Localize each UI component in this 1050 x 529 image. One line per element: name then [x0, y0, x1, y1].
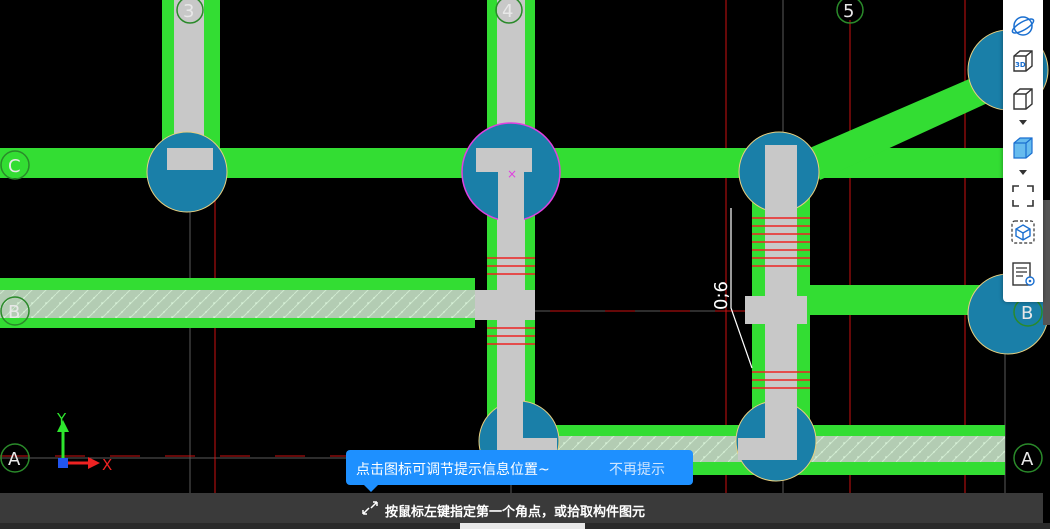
- grid-bubble-top-5: 5: [836, 0, 864, 24]
- dimension-annotation: 0;6: [711, 208, 753, 369]
- axis-y-label: Y: [56, 410, 67, 428]
- rebar-marks: [487, 217, 810, 389]
- svg-text:3: 3: [183, 1, 194, 22]
- tooltip-tail: [364, 485, 378, 492]
- cube-view-icon[interactable]: [1009, 85, 1037, 113]
- dont-show-again-button[interactable]: 不再提示: [609, 462, 665, 478]
- columns[interactable]: ×: [146, 29, 1049, 482]
- column-c5: [738, 131, 820, 215]
- grid-bubble-top-4: 4: [495, 0, 523, 24]
- svg-text:B: B: [8, 302, 20, 323]
- view-3d-icon[interactable]: 3D: [1009, 47, 1037, 75]
- bottom-tab[interactable]: [460, 523, 585, 529]
- view-3d-label: 3D: [1015, 61, 1026, 69]
- column-c4: ×: [461, 122, 561, 223]
- status-text: 按鼠标左键指定第一个角点，或拾取构件图元: [385, 505, 646, 520]
- svg-text:5: 5: [843, 1, 854, 22]
- grid-bubble-left-c: C: [0, 150, 30, 180]
- dimension-label: 0;6: [711, 281, 732, 310]
- status-bar: 按鼠标左键指定第一个角点，或拾取构件图元: [0, 493, 1043, 523]
- properties-icon[interactable]: [1009, 260, 1037, 288]
- svg-text:C: C: [8, 156, 21, 177]
- axis-indicator: Y X: [56, 410, 112, 474]
- svg-text:A: A: [8, 449, 21, 470]
- move-hint-icon[interactable]: [360, 499, 380, 517]
- column-c3: [146, 131, 228, 213]
- cube-solid-icon[interactable]: [1009, 134, 1037, 162]
- svg-text:×: ×: [507, 167, 517, 181]
- beam-cores[interactable]: [165, 0, 807, 470]
- grid-bubble-top-3: 3: [176, 0, 204, 24]
- grid-bubble-left-a: A: [0, 443, 30, 473]
- column-a5: [735, 400, 817, 482]
- fullscreen-icon[interactable]: [1009, 182, 1037, 210]
- chevron-down-icon[interactable]: [1019, 170, 1027, 175]
- svg-text:A: A: [1021, 449, 1034, 470]
- svg-text:B: B: [1021, 303, 1033, 324]
- grid-bubble-left-b: B: [0, 296, 30, 326]
- tooltip-message: 点击图标可调节提示信息位置~: [356, 462, 550, 478]
- orbit-icon[interactable]: [1009, 12, 1037, 40]
- svg-text:4: 4: [502, 1, 513, 22]
- grid-bubble-right-a: A: [1013, 443, 1043, 473]
- chevron-down-icon[interactable]: [1019, 120, 1027, 125]
- side-scroll-handle[interactable]: [1043, 200, 1050, 325]
- axis-x-label: X: [102, 456, 112, 474]
- view-toolbar: 3D: [1003, 0, 1043, 302]
- select-cube-icon[interactable]: [1009, 218, 1037, 246]
- hint-tooltip: 点击图标可调节提示信息位置~ 不再提示: [346, 450, 693, 492]
